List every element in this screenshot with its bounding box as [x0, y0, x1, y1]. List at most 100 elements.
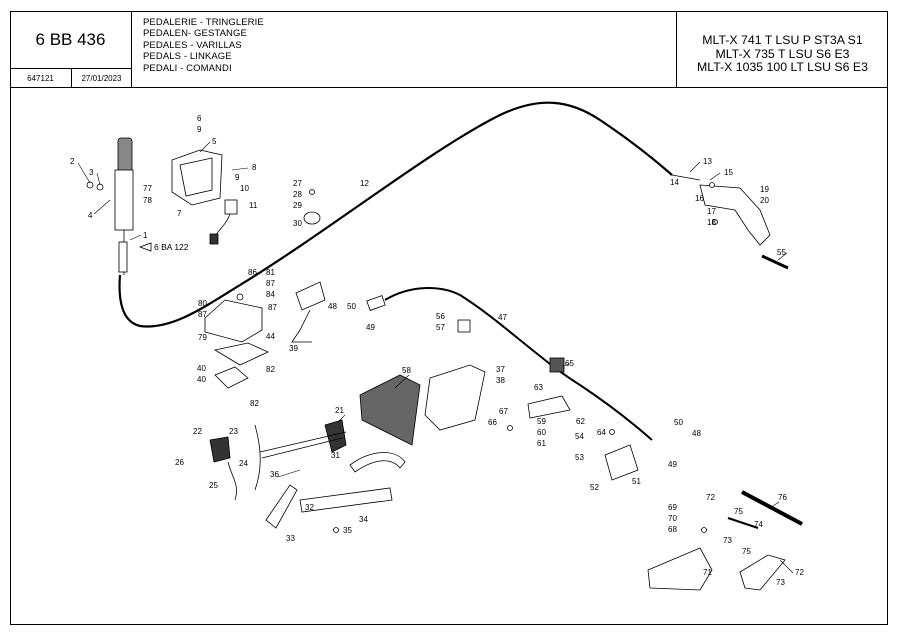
callout-22: 22: [193, 427, 202, 436]
callout-54: 54: [575, 432, 584, 441]
callout-7: 7: [177, 209, 182, 218]
callout-70: 70: [668, 514, 677, 523]
callout-74: 74: [754, 520, 763, 529]
mat-58: [359, 374, 421, 446]
callout-86: 86: [248, 268, 257, 277]
plate-79: [204, 299, 263, 343]
callout-61: 61: [537, 439, 546, 448]
wire-25: [227, 461, 237, 501]
title-en: PEDALS - LINKAGE: [143, 51, 232, 63]
clip-30: [303, 211, 321, 225]
callout-73a: 73: [723, 536, 732, 545]
callout-25: 25: [209, 481, 218, 490]
callout-49a: 49: [366, 323, 375, 332]
callout-19: 19: [760, 185, 769, 194]
drawing-frame: [10, 11, 888, 625]
callout-23: 23: [229, 427, 238, 436]
callout-11: 11: [249, 201, 258, 210]
callout-64: 64: [597, 428, 606, 437]
callout-17: 17: [707, 207, 716, 216]
callout-5: 5: [212, 137, 217, 146]
callout-50a: 50: [347, 302, 356, 311]
model-1: MLT-X 741 T LSU P ST3A S1: [702, 33, 863, 47]
callout-59: 59: [537, 417, 546, 426]
cable-47: [384, 287, 653, 441]
callout-1: 1: [143, 231, 148, 240]
connector-50: [366, 295, 386, 311]
block-65: [549, 357, 565, 373]
bracket-72: [739, 554, 786, 591]
drawing-code: 6 BB 436: [10, 11, 132, 69]
bar-32: [299, 487, 393, 513]
knob-22: [209, 436, 231, 463]
title-fr: PEDALERIE - TRINGLERIE: [143, 17, 264, 28]
knob-21: [324, 419, 347, 453]
callout-68: 68: [668, 525, 677, 534]
callout-53: 53: [575, 453, 584, 462]
callout-76: 76: [778, 493, 787, 502]
title-de: PEDALEN- GESTANGE: [143, 28, 247, 40]
callout-87a: 87: [266, 279, 275, 288]
bracket-51: [604, 444, 639, 481]
callout-51: 51: [632, 477, 641, 486]
callout-27: 27: [293, 179, 302, 188]
model-3: MLT-X 1035 100 LT LSU S6 E3: [697, 60, 868, 75]
callout-72a: 72: [706, 493, 715, 502]
callout-48a: 48: [328, 302, 337, 311]
spring-55: [761, 254, 789, 270]
title-it: PEDALI - COMANDI: [143, 62, 232, 74]
callout-29: 29: [293, 201, 302, 210]
callout-87b: 87: [268, 303, 277, 312]
callout-10: 10: [240, 184, 249, 193]
callout-32: 32: [305, 503, 314, 512]
callout-81: 81: [266, 268, 275, 277]
callout-15: 15: [724, 168, 733, 177]
callout-58: 58: [402, 366, 411, 375]
callout-40b: 40: [197, 375, 206, 384]
callout-34: 34: [359, 515, 368, 524]
callout-35: 35: [343, 526, 352, 535]
callout-73b: 73: [776, 578, 785, 587]
block-56: [457, 319, 471, 333]
callout-2: 2: [70, 157, 75, 166]
callout-26: 26: [175, 458, 184, 467]
callout-labels: 1 2 3 4 5 6 9 7 8 9 10 11 77 78 27 28 29…: [70, 114, 804, 587]
reference-6ba122: 6 BA 122: [138, 242, 189, 252]
bracket-5: [171, 149, 223, 206]
callout-9a: 9: [197, 125, 202, 134]
callout-50b: 50: [674, 418, 683, 427]
callout-57: 57: [436, 323, 445, 332]
callout-47: 47: [498, 313, 507, 322]
callout-24: 24: [239, 459, 248, 468]
shaft-76: [741, 490, 803, 526]
callout-20: 20: [760, 196, 769, 205]
callout-37: 37: [496, 365, 505, 374]
callout-67: 67: [499, 407, 508, 416]
callout-48b: 48: [692, 429, 701, 438]
callout-16: 16: [695, 194, 704, 203]
model-2: MLT-X 735 T LSU S6 E3: [715, 46, 850, 61]
callout-40a: 40: [197, 364, 206, 373]
master-cylinder: [114, 137, 134, 275]
callout-75b: 75: [742, 547, 751, 556]
bracket-71: [647, 547, 713, 591]
title-es: PEDALES - VARILLAS: [143, 39, 242, 51]
callout-18: 18: [707, 218, 716, 227]
callout-60: 60: [537, 428, 546, 437]
callout-71: 71: [703, 568, 712, 577]
reference-number: 647121: [10, 69, 72, 88]
callout-3: 3: [89, 168, 94, 177]
cable-12: [118, 101, 673, 328]
callout-49b: 49: [668, 460, 677, 469]
pedal-39: [291, 281, 326, 343]
callout-38: 38: [496, 376, 505, 385]
callout-21: 21: [335, 406, 344, 415]
frame-support: [424, 364, 486, 431]
callout-69: 69: [668, 503, 677, 512]
switch-10: [209, 199, 238, 245]
callout-31: 31: [331, 451, 340, 460]
callout-77: 77: [143, 184, 152, 193]
reference-text: 6 BA 122: [154, 242, 189, 252]
plate-44: [213, 342, 269, 366]
